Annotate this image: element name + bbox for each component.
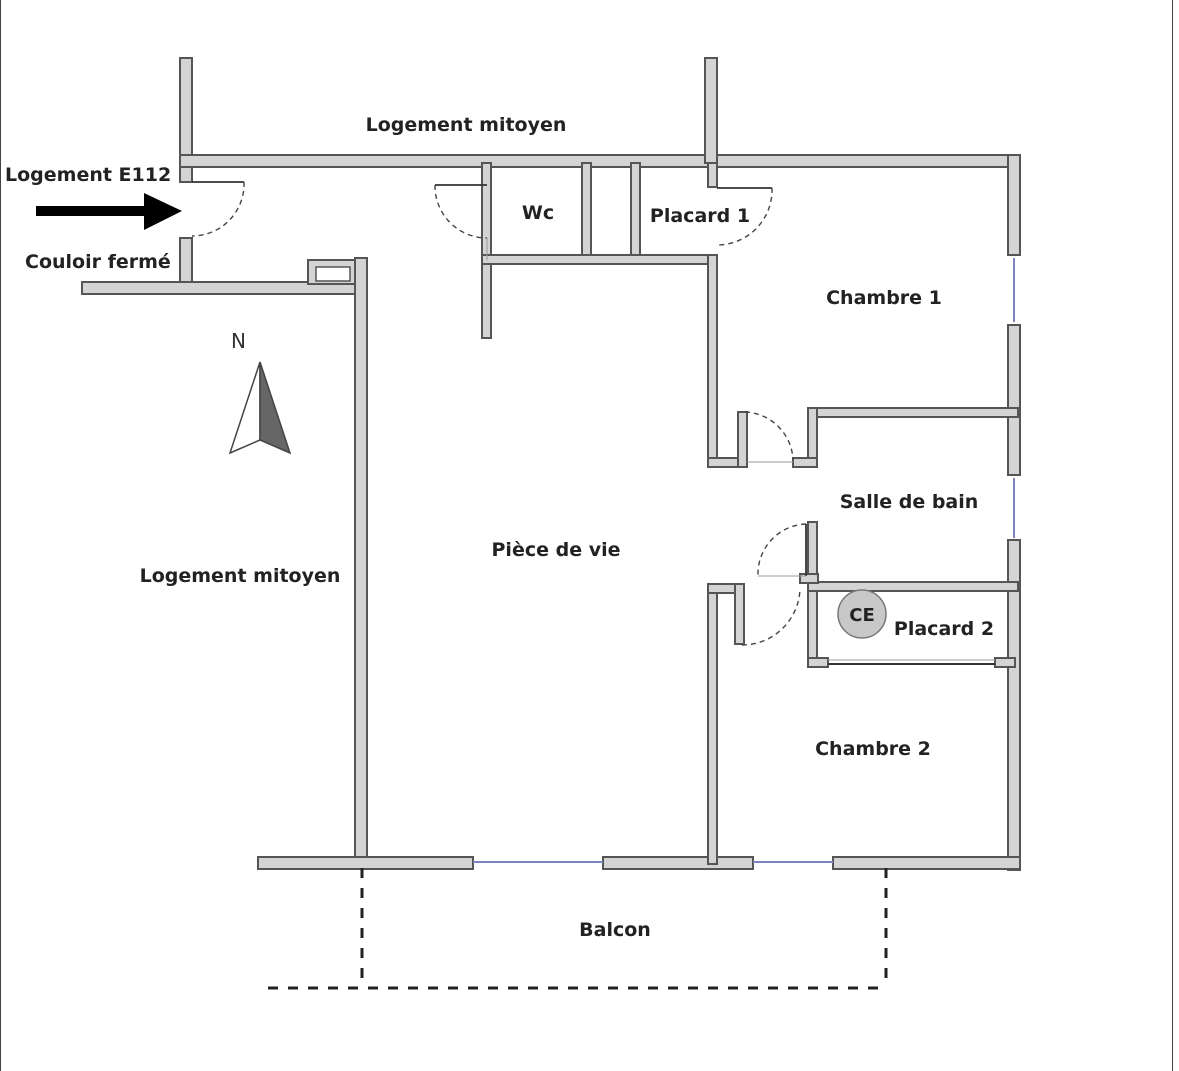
duct-inner [315, 266, 351, 282]
bathroom-bottom-wall [807, 581, 1019, 592]
doors [191, 181, 807, 646]
logement-e112-label: Logement E112 [5, 164, 171, 186]
bedroom2-door-swing [741, 587, 801, 646]
top-right-stub-wall [704, 57, 718, 164]
bedroom1-door-swing [744, 411, 794, 461]
bedroom1-door-stub [737, 411, 748, 468]
bathroom-door-jamb-bottom [799, 573, 819, 584]
compass-north-label: N [231, 329, 246, 353]
wc-right-wall [581, 162, 592, 262]
entrance-wall-lower [179, 237, 193, 287]
bedroom2-left-wall [707, 583, 718, 865]
placard-2-label: Placard 2 [894, 618, 994, 640]
ce-circle [837, 589, 887, 639]
right-frame-line [1172, 0, 1173, 1071]
living-left-wall [354, 257, 368, 864]
north-compass-icon: N [228, 329, 292, 455]
ce-label: CE [849, 605, 875, 626]
right-wall-seg-2 [1007, 324, 1021, 476]
piece-de-vie-label: Pièce de vie [492, 539, 621, 561]
wc-door-swing [434, 184, 488, 239]
gaine-right-wall [630, 162, 641, 262]
balcony-outline [268, 868, 888, 990]
entrance-wall-upper [179, 57, 193, 183]
bathroom-door-swing [757, 523, 807, 577]
bathroom-top-wall [807, 407, 1019, 418]
bathroom-left-wall-bottom [807, 521, 818, 668]
logement-mitoyen-left-label: Logement mitoyen [140, 565, 341, 587]
wc-label: Wc [522, 202, 554, 224]
windows [473, 258, 1015, 863]
entrance-door-swing [191, 181, 245, 237]
bedroom2-door-stub [734, 583, 745, 645]
bottom-wall-seg-1 [257, 856, 474, 870]
couloir-ferme-label: Couloir fermé [25, 251, 171, 273]
bottom-wall-seg-3 [832, 856, 1021, 870]
bottom-wall-seg-2 [602, 856, 754, 870]
entrance-arrow-icon [36, 193, 182, 230]
top-exterior-wall [179, 154, 1021, 168]
salle-de-bain-label: Salle de bain [840, 491, 979, 513]
placard-1-label: Placard 1 [650, 205, 750, 227]
placard2-right-jamb [994, 657, 1016, 668]
right-wall-seg-1 [1007, 154, 1021, 256]
placard1-door-swing [716, 187, 773, 246]
chambre-1-label: Chambre 1 [826, 287, 942, 309]
left-frame-line [0, 0, 1, 1071]
walls [81, 57, 1021, 871]
bathroom-door-jamb-top [792, 457, 818, 468]
wc-bottom-wall [481, 254, 716, 265]
placard2-left-jamb [807, 657, 829, 668]
logement-mitoyen-top-label: Logement mitoyen [366, 114, 567, 136]
chambre-2-label: Chambre 2 [815, 738, 931, 760]
room-labels: Logement mitoyen Logement E112 Couloir f… [5, 114, 994, 941]
water-heater: CE [837, 589, 887, 639]
balcon-label: Balcon [579, 919, 651, 941]
bedroom1-left-wall [707, 254, 718, 468]
placard1-right-stub [707, 162, 718, 188]
